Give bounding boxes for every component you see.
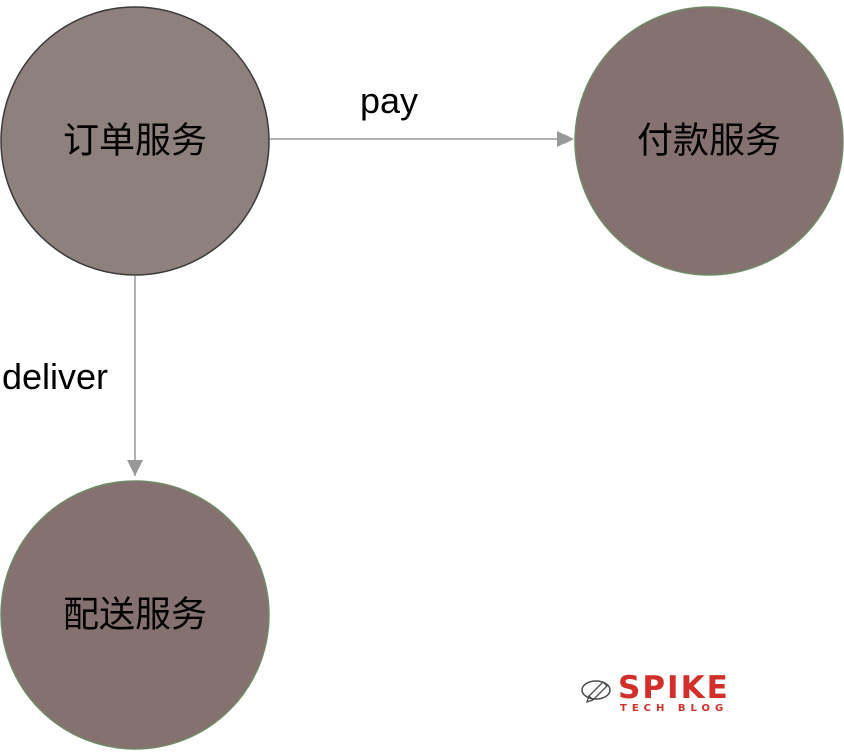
edge-label-pay: pay [360, 80, 418, 121]
node-payment-service[interactable]: 付款服务 [574, 6, 844, 276]
edge-deliver-arrowhead [127, 460, 143, 476]
edge-deliver [127, 276, 143, 476]
node-order-service[interactable]: 订单服务 [0, 6, 270, 276]
node-delivery-service[interactable]: 配送服务 [0, 480, 270, 750]
node-delivery-circle [0, 480, 270, 750]
edge-label-deliver: deliver [2, 356, 108, 397]
node-payment-circle [574, 6, 844, 276]
edge-pay [270, 131, 574, 147]
node-order-label: 订单服务 [63, 121, 207, 162]
node-order-circle [0, 6, 270, 276]
edge-pay-arrowhead [557, 131, 573, 147]
spike-tech-blog-logo: SPIKE TECH BLOG [581, 670, 730, 714]
logo-main-text: SPIKE [618, 670, 730, 706]
pencil-icon [581, 680, 611, 704]
logo-sub-text: TECH BLOG [620, 703, 728, 714]
node-delivery-label: 配送服务 [63, 595, 207, 636]
node-payment-label: 付款服务 [637, 121, 781, 162]
